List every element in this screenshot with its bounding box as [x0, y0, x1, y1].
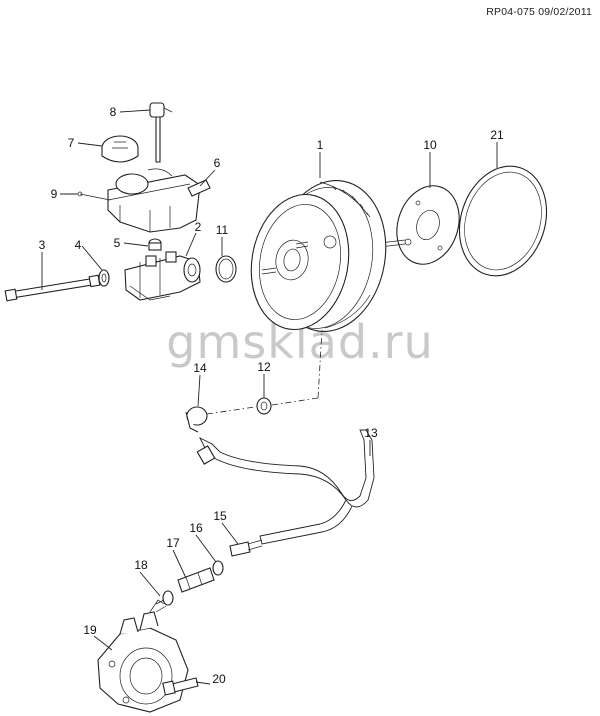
part-12-grommet: [256, 397, 272, 415]
callout-6: 6: [214, 156, 221, 170]
part-10-gasket: [396, 185, 460, 265]
callout-10: 10: [423, 138, 437, 152]
callout-2: 2: [195, 220, 202, 234]
part-19-vacuum-pump: [97, 599, 189, 713]
part-16-clip: [212, 560, 224, 576]
part-13-vacuum-hose: [196, 429, 375, 545]
callout-4: 4: [75, 238, 82, 252]
callout-13: 13: [364, 426, 378, 440]
part-20-bolt: [162, 677, 199, 696]
callout-9: 9: [51, 187, 58, 201]
callout-20: 20: [212, 672, 226, 686]
callout-7: 7: [68, 136, 75, 150]
callout-3: 3: [39, 238, 46, 252]
part-3-brake-pipe: [4, 274, 101, 302]
callout-18: 18: [134, 558, 148, 572]
part-8-level-sensor: [149, 102, 173, 163]
callout-16: 16: [189, 521, 203, 535]
part-7-reservoir-cap: [101, 135, 139, 163]
callout-8: 8: [110, 105, 117, 119]
part-18-clip: [155, 590, 174, 613]
callout-19: 19: [83, 623, 97, 637]
callout-14: 14: [193, 361, 207, 375]
part-14-check-valve: [185, 406, 208, 433]
callout-1: 1: [317, 138, 324, 152]
callout-5: 5: [114, 236, 121, 250]
callout-15: 15: [213, 509, 227, 523]
part-6-fluid-reservoir: [107, 168, 211, 233]
part-11-o-ring: [215, 255, 237, 283]
part-4-seal: [98, 269, 110, 287]
part-1-brake-booster: [250, 179, 387, 333]
callout-12: 12: [257, 360, 271, 374]
part-9-connector: [77, 191, 111, 201]
part-21-seal-ring: [458, 165, 548, 277]
part-5-grommets: [148, 238, 162, 251]
part-17-hose-section: [177, 567, 215, 593]
callout-21: 21: [490, 128, 504, 142]
diagram-reference: RP04-075 09/02/2011: [486, 6, 592, 18]
callout-numbers: 1 2 3 4 5 6 7 8 9 10 11 12 13 14 15 16 1…: [39, 105, 504, 686]
leader-lines: [41, 109, 498, 685]
callout-17: 17: [166, 536, 180, 550]
part-15-hose-clamp: [229, 539, 263, 557]
callout-11: 11: [216, 223, 229, 237]
part-2-master-cylinder: [124, 251, 201, 301]
